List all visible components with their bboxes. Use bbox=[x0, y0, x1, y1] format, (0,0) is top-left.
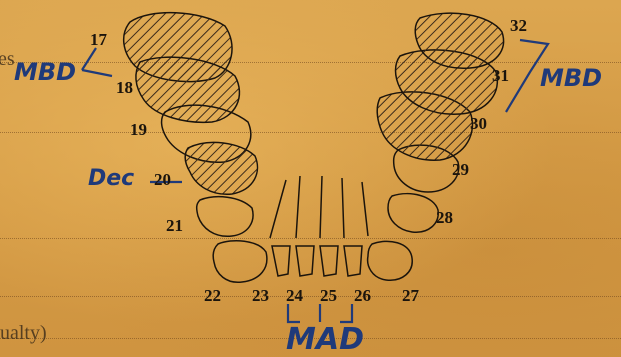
right-mbd-annotation: MBD bbox=[540, 64, 602, 92]
tooth-number-20: 20 bbox=[154, 170, 171, 190]
tooth-number-28: 28 bbox=[436, 208, 453, 228]
tooth-number-19: 19 bbox=[130, 120, 147, 140]
tooth-number-18: 18 bbox=[116, 78, 133, 98]
dec-annotation: Dec bbox=[88, 166, 134, 191]
tooth-22-outline bbox=[213, 241, 267, 283]
tooth-28-outline bbox=[388, 194, 438, 233]
left-mbd-bracket bbox=[82, 48, 112, 76]
tooth-number-26: 26 bbox=[354, 286, 371, 306]
tooth-26-outline bbox=[344, 246, 362, 276]
tooth-24-outline bbox=[296, 246, 314, 276]
tooth-number-27: 27 bbox=[402, 286, 419, 306]
tooth-number-21: 21 bbox=[166, 216, 183, 236]
tooth-number-24: 24 bbox=[286, 286, 303, 306]
tooth-20-outline bbox=[185, 142, 257, 194]
incisor-roots bbox=[270, 176, 368, 238]
tooth-25-outline bbox=[320, 246, 338, 276]
tooth-number-23: 23 bbox=[252, 286, 269, 306]
tooth-21-outline bbox=[197, 197, 253, 237]
tooth-number-31: 31 bbox=[492, 66, 509, 86]
tooth-number-30: 30 bbox=[470, 114, 487, 134]
tooth-number-17: 17 bbox=[90, 30, 107, 50]
tooth-number-32: 32 bbox=[510, 16, 527, 36]
mad-annotation: MAD bbox=[286, 322, 364, 357]
tooth-number-22: 22 bbox=[204, 286, 221, 306]
mad-bracket bbox=[288, 304, 352, 322]
tooth-number-25: 25 bbox=[320, 286, 337, 306]
tooth-number-29: 29 bbox=[452, 160, 469, 180]
right-molars bbox=[368, 13, 504, 280]
left-mbd-annotation: MBD bbox=[14, 58, 76, 86]
tooth-27-outline bbox=[368, 241, 413, 280]
left-molars bbox=[124, 13, 267, 283]
incisors bbox=[270, 176, 368, 276]
tooth-23-outline bbox=[272, 246, 290, 276]
